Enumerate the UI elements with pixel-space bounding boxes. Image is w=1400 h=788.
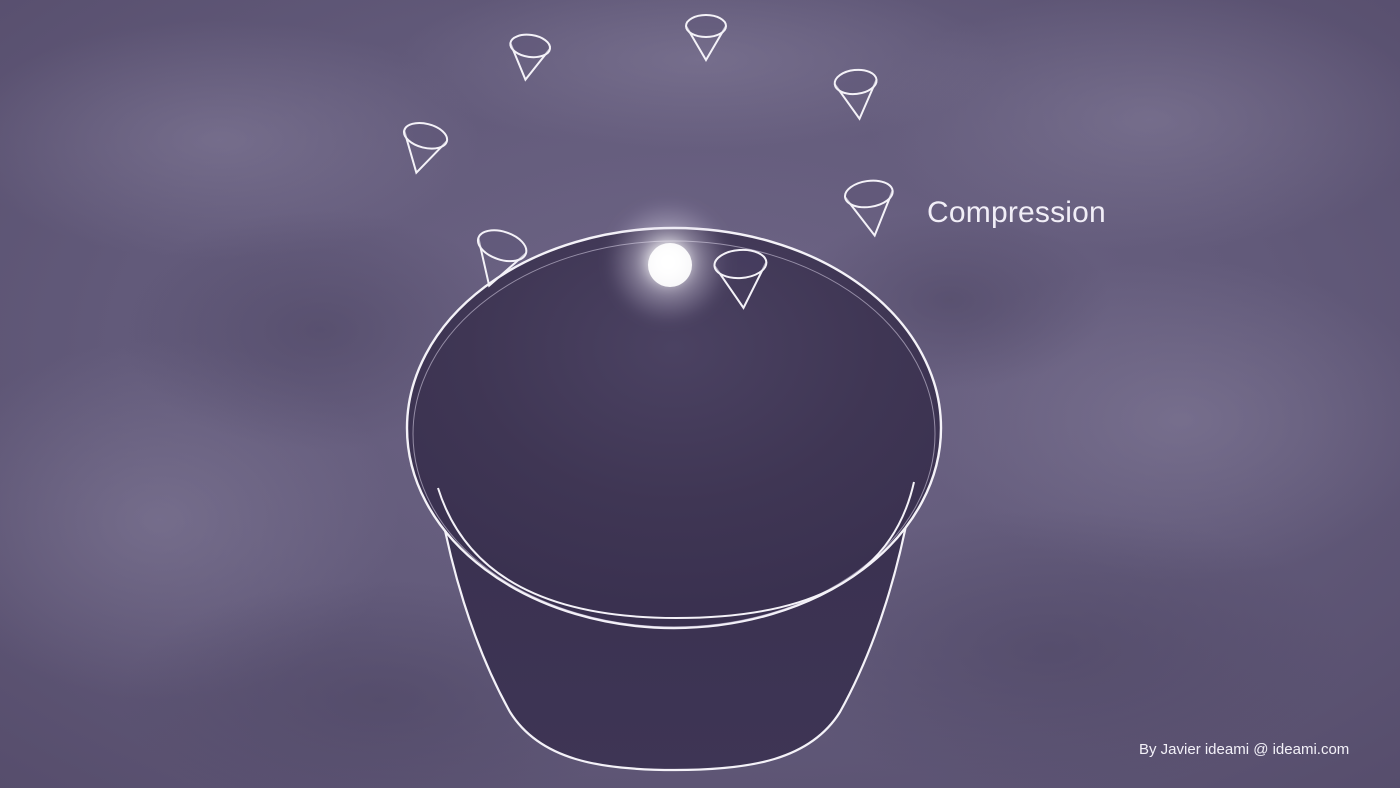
cones — [403, 14, 894, 310]
cone-icon — [476, 229, 528, 288]
cone-icon — [509, 33, 552, 82]
compression-label: Compression — [927, 196, 1106, 229]
glow-point — [606, 200, 730, 324]
bowl-inner-curve — [437, 481, 915, 620]
cone-icon — [403, 122, 449, 175]
bowl — [405, 226, 943, 772]
cone-icon — [833, 68, 878, 121]
cone-icon — [713, 248, 768, 310]
cone-icon — [843, 179, 894, 238]
cone-icon — [685, 14, 727, 62]
credit-text: By Javier ideami @ ideami.com — [1139, 741, 1350, 758]
